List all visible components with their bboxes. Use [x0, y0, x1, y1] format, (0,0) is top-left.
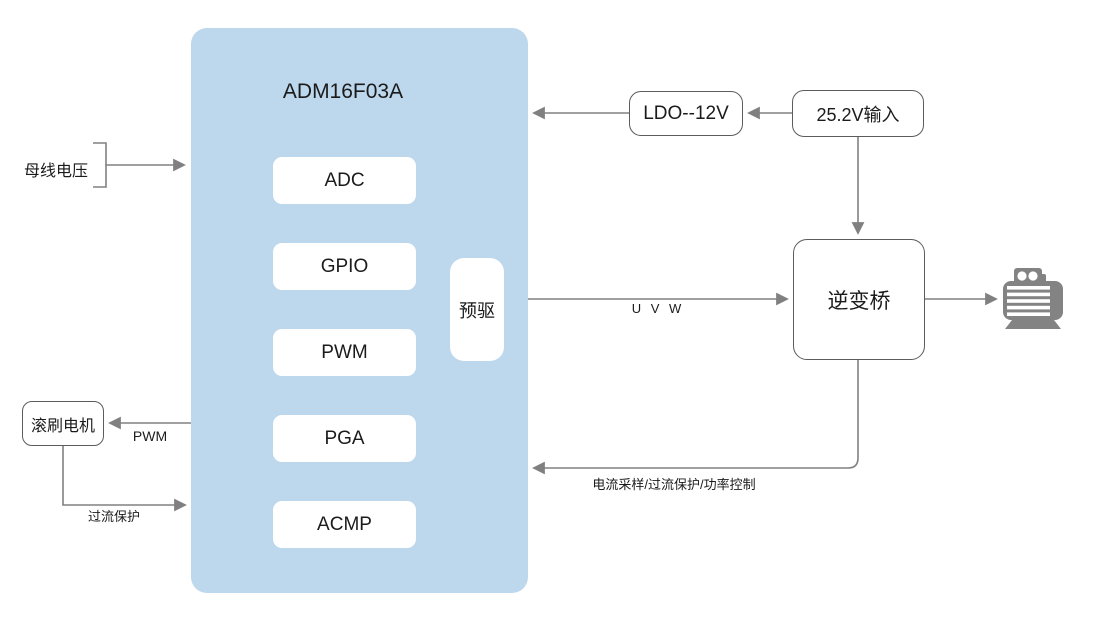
module-adc: ADC	[273, 157, 416, 204]
box-power-input: 25.2V输入	[792, 90, 924, 137]
label-pwm: PWM	[132, 428, 168, 444]
box-inverter: 逆变桥	[793, 239, 925, 360]
label-overcurrent: 过流保护	[87, 509, 140, 524]
label-uvw: U V W	[631, 301, 685, 316]
module-pwm: PWM	[273, 329, 416, 376]
module-acmp: ACMP	[273, 501, 416, 548]
module-predriver: 预驱	[450, 258, 504, 361]
module-pga: PGA	[273, 415, 416, 462]
connector-feedback-to-chip	[532, 360, 859, 475]
motor-icon	[1003, 268, 1063, 329]
box-brush-motor: 滚刷电机	[22, 401, 104, 446]
chip-title: ADM16F03A	[282, 80, 404, 103]
connector-overcurrent-to-chip	[62, 446, 187, 512]
box-ldo: LDO--12V	[629, 91, 743, 136]
label-feedback: 电流采样/过流保护/功率控制	[592, 477, 756, 492]
label-bus-voltage: 母线电压	[24, 163, 89, 180]
module-gpio: GPIO	[273, 243, 416, 290]
